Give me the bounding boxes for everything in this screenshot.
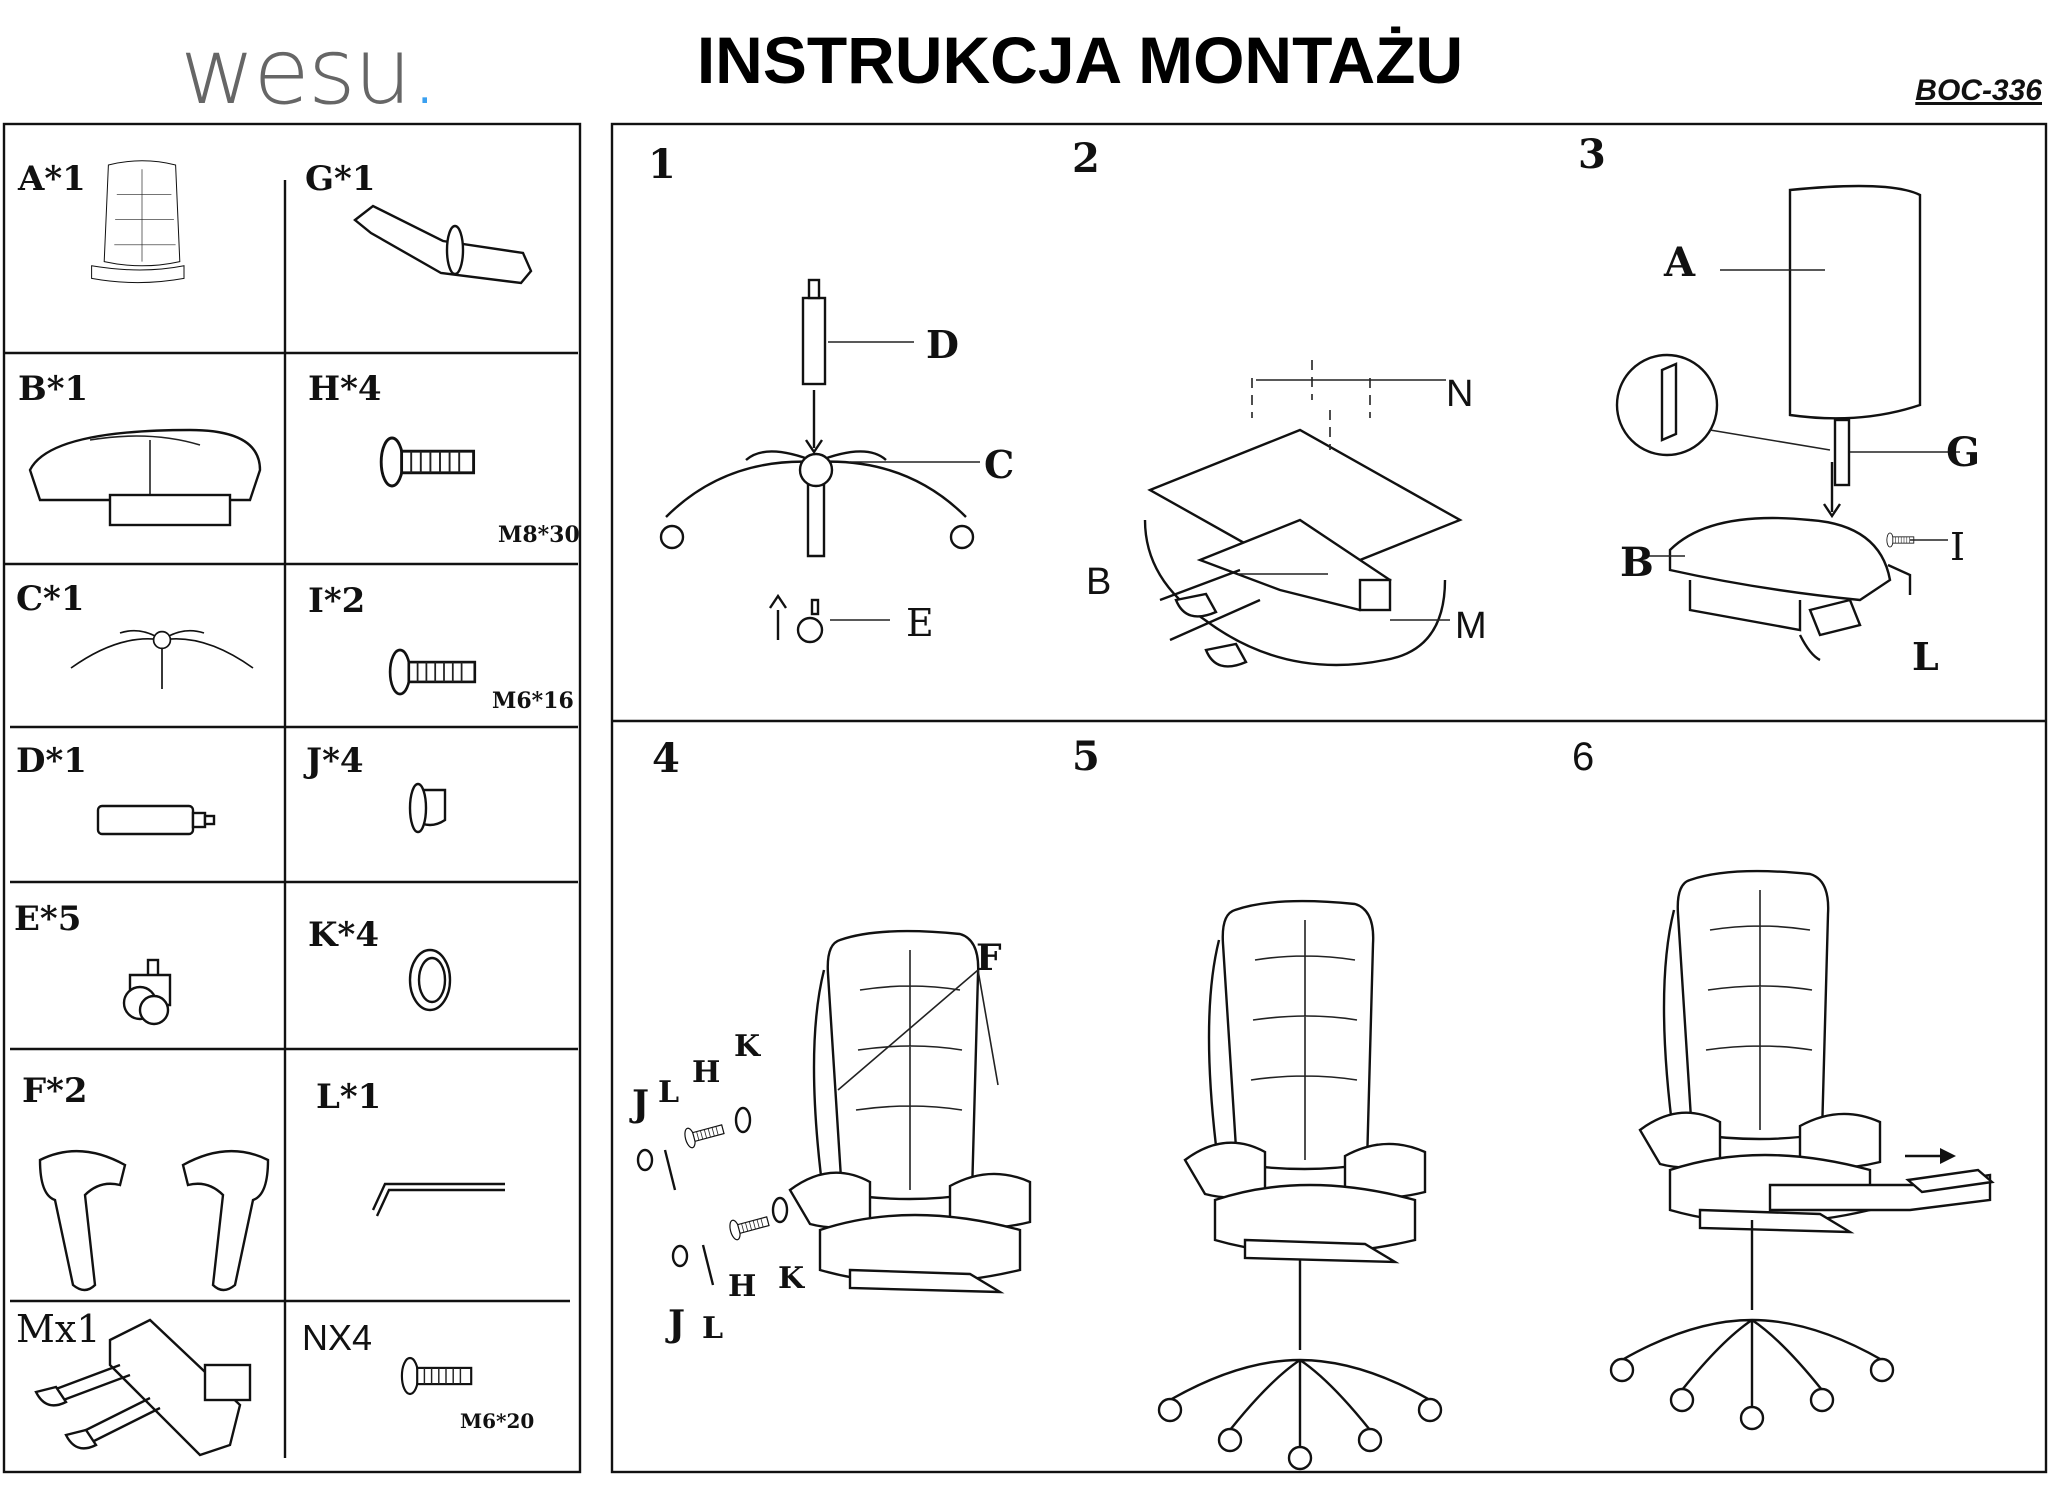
seat-drawing	[28, 428, 262, 527]
part-j-cell: J*4	[303, 741, 447, 834]
model-number: BOC-336	[1915, 74, 2042, 107]
callout-j: J	[629, 1083, 649, 1125]
caster-drawing	[122, 958, 172, 1026]
part-label: I*2	[308, 581, 365, 621]
callout-l: L	[1912, 634, 1939, 679]
callout-i: I	[1950, 525, 1965, 569]
part-m-cell: Mx1	[16, 1307, 252, 1457]
washer-drawing	[408, 948, 452, 1012]
part-i-cell: I*2 M6*16	[308, 581, 574, 714]
steps-panel	[610, 122, 2048, 1474]
part-spec: M6*16	[492, 688, 574, 714]
chair-drawing	[1183, 899, 1427, 1264]
part-c-cell: C*1	[16, 579, 254, 689]
step-3-drawing	[1615, 184, 1960, 662]
step-number: 3	[1578, 131, 1606, 178]
bracket-drawing	[353, 204, 533, 285]
step-number: 6	[1572, 735, 1594, 779]
step-number: 2	[1072, 135, 1100, 182]
base-drawing	[70, 629, 254, 689]
part-label: B*1	[18, 369, 88, 409]
wesu-logo: wesu.	[180, 18, 439, 125]
step-number: 1	[648, 141, 676, 188]
seat-back-drawing	[91, 160, 185, 284]
step-2: 2 N B M	[1072, 135, 1487, 668]
part-spec: M6*20	[460, 1409, 534, 1433]
part-e-cell: E*5	[14, 899, 172, 1026]
callout-b: B	[1620, 539, 1654, 586]
part-f-cell: F*2	[22, 1071, 270, 1292]
cap-drawing	[408, 782, 447, 834]
mechanism-drawing	[34, 1318, 252, 1457]
part-d-cell: D*1	[16, 741, 216, 836]
part-label: D*1	[16, 741, 87, 781]
part-label: F*2	[22, 1071, 88, 1111]
fastener-drawings	[636, 969, 999, 1286]
logo-text: wesu	[180, 18, 412, 125]
part-label: A*1	[17, 159, 86, 199]
step-4: 4 F K H L J H K J L	[629, 735, 1032, 1346]
hex-key-drawing	[371, 1182, 505, 1217]
part-k-cell: K*4	[308, 915, 452, 1012]
part-label: H*4	[308, 369, 382, 409]
part-label: E*5	[14, 899, 81, 939]
page-title: INSTRUKCJA MONTAŻU	[696, 23, 1464, 97]
step-number: 4	[652, 735, 680, 782]
chair-drawing	[1638, 869, 1882, 1234]
callout-h-2: H	[728, 1269, 756, 1304]
step-number: 5	[1072, 733, 1100, 780]
part-b-cell: B*1	[18, 369, 262, 527]
step-1: 1 D C E	[648, 141, 1014, 645]
callout-k-2: K	[778, 1261, 805, 1296]
part-spec: M8*30	[498, 522, 580, 548]
callout-a: A	[1663, 239, 1696, 286]
step-5: 5	[1072, 733, 1443, 1471]
chair-drawing	[788, 929, 1032, 1294]
part-label: L*1	[316, 1077, 381, 1117]
callout-k: K	[734, 1029, 761, 1064]
callout-l: L	[658, 1075, 679, 1110]
callout-e: E	[906, 601, 934, 645]
part-label: K*4	[308, 915, 379, 955]
callout-l-2: L	[702, 1311, 723, 1346]
step-2-drawing	[1143, 360, 1463, 668]
part-label: C*1	[16, 579, 85, 619]
part-n-cell: NX4 M6*20	[302, 1317, 534, 1433]
step-1-drawing	[659, 278, 980, 644]
callout-n: N	[1446, 373, 1473, 415]
footrest-drawing	[1768, 1148, 1995, 1212]
gas-lift-drawing	[96, 804, 216, 836]
callout-d: D	[926, 322, 959, 367]
base-drawing	[1609, 1218, 1895, 1431]
part-h-cell: H*4 M8*30	[308, 369, 580, 548]
parts-panel	[2, 122, 582, 1474]
part-a-cell: A*1	[17, 159, 185, 284]
base-drawing	[1157, 1258, 1443, 1471]
part-label: J*4	[303, 741, 364, 781]
part-label: G*1	[305, 159, 375, 199]
part-label: Mx1	[16, 1307, 101, 1351]
part-g-cell: G*1	[305, 159, 533, 285]
armrests-drawing	[38, 1150, 270, 1292]
callout-j-2: J	[665, 1303, 685, 1345]
callout-g: G	[1946, 429, 1980, 476]
callout-f: F	[976, 937, 1002, 979]
callout-h: H	[692, 1055, 720, 1090]
callout-b: B	[1086, 561, 1111, 603]
callout-m: M	[1455, 605, 1487, 647]
step-6: 6	[1572, 735, 1995, 1431]
step-3: 3 A G I B L	[1578, 131, 1980, 679]
part-l-cell: L*1	[316, 1077, 505, 1217]
callout-c: C	[984, 442, 1014, 487]
part-label: NX4	[302, 1317, 372, 1358]
logo-dot: .	[410, 18, 439, 125]
